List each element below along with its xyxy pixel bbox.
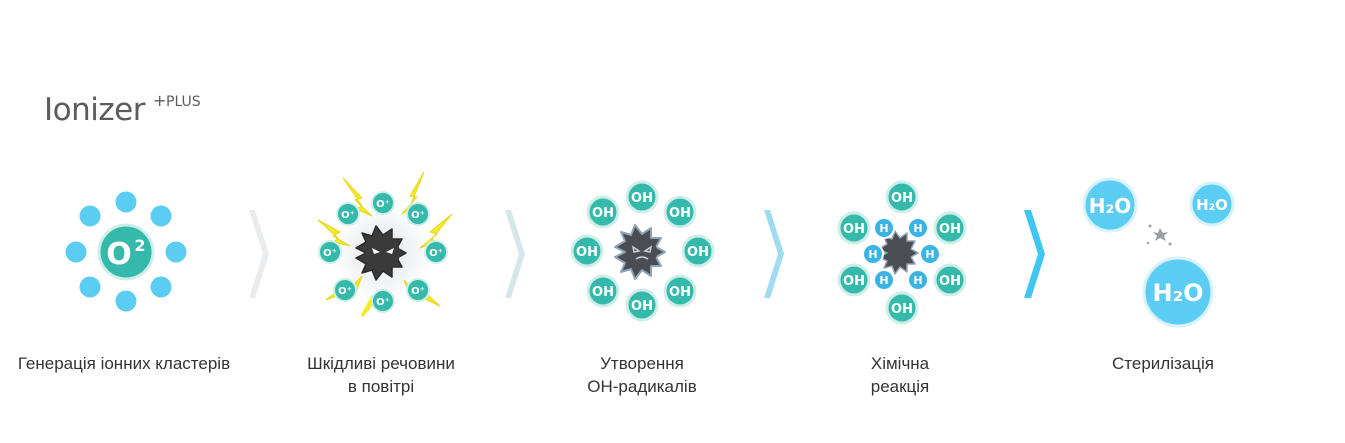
hydrogen-atom: H [873,269,895,291]
svg-text:OH: OH [843,274,865,289]
svg-text:OH: OH [891,191,913,206]
svg-text:OH: OH [939,274,961,289]
water-molecule: H₂O [1142,256,1214,328]
oh-radical: OH [885,180,919,214]
hydrogen-atom: H [907,217,929,239]
step-5-caption: Стерилізація [1112,354,1214,373]
svg-text:OH: OH [592,206,614,221]
svg-text:O⁺: O⁺ [376,199,390,210]
ion-badge: O⁺ [424,240,448,264]
svg-text:O⁺: O⁺ [376,297,390,308]
oh-radical: OH [837,263,871,297]
oh-radical: OH [586,274,620,308]
oh-radical: OH [570,234,604,268]
oh-radical: OH [933,263,967,297]
svg-text:O⁺: O⁺ [411,210,425,221]
oh-radical: OH [837,211,871,245]
step-2-caption: Шкідливі речовини в повітрі [307,354,455,396]
step-4-chemical-reaction: H H H H H H OH OH OH OH OH OH [837,180,967,325]
oh-radical: OH [681,234,715,268]
ion-dot [150,276,172,298]
svg-text:H₂O: H₂O [1196,196,1228,214]
arrow-right-icon [249,210,269,298]
oxygen-label: O [106,237,132,272]
step-3-caption: Утворення OH-радикалів [587,354,697,396]
brand-plus-sign: + [153,91,167,110]
lightning-icon [401,171,425,215]
oh-radical: OH [933,211,967,245]
svg-text:OH: OH [939,222,961,237]
svg-text:O⁺: O⁺ [323,248,337,259]
oh-radical: OH [663,195,697,229]
ion-badge: O⁺ [406,278,430,302]
oxygen-molecule [97,223,155,281]
svg-text:H: H [879,274,888,287]
ion-badge: O⁺ [318,240,342,264]
hydrogen-atom: H [907,269,929,291]
svg-text:H: H [879,222,888,235]
lightning-icon [342,177,373,217]
hydrogen-atom: H [873,217,895,239]
svg-text:H₂O: H₂O [1153,279,1204,307]
water-molecule: H₂O [1082,177,1138,233]
arrow-right-icon [505,210,525,298]
ion-dot [150,205,172,227]
oh-radical: OH [885,291,919,325]
svg-text:OH: OH [843,222,865,237]
svg-text:H: H [925,248,934,261]
ion-badge: O⁺ [406,202,430,226]
svg-text:H: H [868,248,877,261]
ion-badge: O⁺ [371,191,395,215]
ion-dot [115,290,137,312]
brand-name: Ionizer [44,92,145,128]
debris-icon [1146,224,1172,246]
lightning-icon [317,219,351,247]
svg-text:H: H [913,274,922,287]
step-1-caption: Генерація іонних кластерів [17,354,231,373]
oxygen-superscript: 2 [134,236,145,255]
step-1-ion-cluster: O 2 [65,191,187,312]
brand-suffix: PLUS [166,94,201,110]
svg-text:H₂O: H₂O [1089,194,1132,218]
svg-text:OH: OH [631,191,653,206]
ion-badge: O⁺ [336,202,360,226]
oh-radical: OH [663,274,697,308]
lightning-icon [419,213,453,249]
ion-badge: O⁺ [333,278,357,302]
oh-radical: OH [586,195,620,229]
step-5-sterilization: H₂O H₂O H₂O [1082,177,1235,328]
ion-dot [79,205,101,227]
ion-dot [115,191,137,213]
step-2-harmful-substances: O⁺ O⁺ O⁺ O⁺ O⁺ O⁺ O⁺ O⁺ [317,171,453,317]
step-3-oh-radicals: OH OH OH OH OH OH OH OH [570,180,715,322]
oh-radical: OH [625,288,659,322]
arrow-right-icon [764,210,784,298]
ion-badge: O⁺ [371,289,395,313]
hydrogen-atom: H [862,243,884,265]
arrow-right-icon [1024,210,1045,298]
oh-radical: OH [625,180,659,214]
svg-text:OH: OH [576,245,598,260]
svg-text:O⁺: O⁺ [338,286,352,297]
step-4-caption: Хімічна реакція [870,354,930,396]
svg-text:O⁺: O⁺ [341,210,355,221]
svg-text:OH: OH [669,206,691,221]
svg-text:O⁺: O⁺ [411,286,425,297]
svg-text:OH: OH [669,285,691,300]
svg-text:OH: OH [592,285,614,300]
svg-text:OH: OH [687,245,709,260]
water-molecule: H₂O [1189,181,1235,227]
svg-text:OH: OH [631,299,653,314]
svg-text:H: H [913,222,922,235]
ion-dot [65,241,87,263]
hydrogen-atom: H [919,243,941,265]
ion-dot [79,276,101,298]
svg-text:O⁺: O⁺ [429,248,443,259]
ion-dot [165,241,187,263]
svg-text:OH: OH [891,302,913,317]
